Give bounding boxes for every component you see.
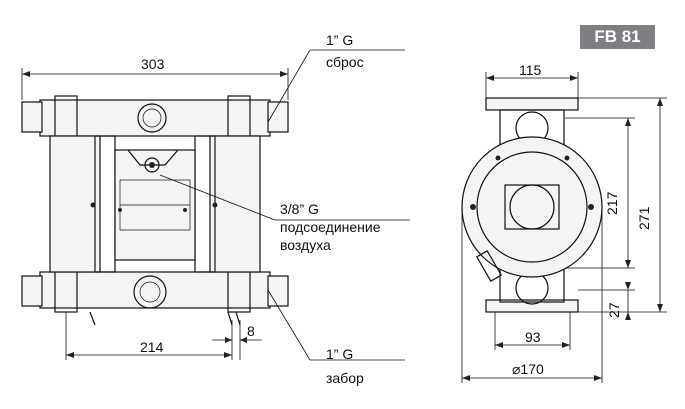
air-size-label: 3/8” G (280, 201, 319, 217)
dim-base-span: 214 (140, 339, 164, 355)
suction-label: забор (326, 370, 364, 386)
dim-diameter: ⌀170 (512, 361, 544, 377)
discharge-label: сброс (326, 54, 364, 70)
front-dimensions (21, 49, 410, 361)
dim-height-total: 271 (636, 206, 652, 230)
dim-height-low: 27 (606, 302, 622, 318)
suction-size-label: 1” G (326, 346, 354, 362)
dim-side-base: 93 (525, 329, 541, 345)
dim-small-gap: 8 (247, 323, 255, 339)
front-view (21, 95, 289, 326)
dim-height-mid: 217 (604, 191, 620, 215)
air-label-line1: подсоединение (280, 219, 381, 235)
air-label-line2: воздуха (280, 237, 331, 253)
model-badge: FB 81 (580, 25, 655, 49)
side-dimensions (461, 72, 667, 383)
dim-width-total: 303 (141, 56, 165, 72)
discharge-size-label: 1” G (326, 32, 354, 48)
side-view (461, 97, 603, 313)
dim-side-width: 115 (519, 62, 542, 78)
